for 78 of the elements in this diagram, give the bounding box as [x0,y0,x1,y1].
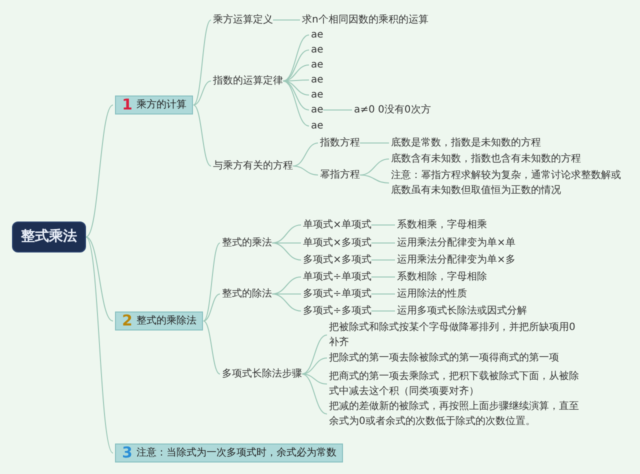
branch-line [302,358,328,374]
branch-line [282,34,310,82]
topic-text: 多项式÷多项式 [303,304,372,318]
branch-line [86,104,114,238]
topic-text: 指数方程 [320,136,360,150]
branch-line [282,50,310,82]
topic-text: 与乘方有关的方程 [213,158,293,174]
branch-line [272,276,302,294]
topic-text: ae [311,28,324,42]
branch-line [360,174,390,184]
topic-text: ae [311,58,324,72]
branch-line [302,374,328,384]
topic-text: ae [311,42,324,58]
branch-number: 1 [122,98,132,112]
branch-line [202,242,220,322]
topic-box [115,444,344,462]
branch-line [302,334,328,374]
topic-text: 运用多项式长除法或因式分解 [397,304,527,318]
topic-text: 多项式长除法步骤 [222,366,302,382]
branch-line [370,276,396,278]
branch-line [192,80,212,106]
topic-text: ae [311,72,324,88]
topic-text: 单项式×多项式 [303,236,372,250]
topic-text: 多项式×多项式 [303,252,372,268]
topic-text: 底数含有未知数，指数也含有未知数的方程 [391,152,581,166]
branch-line [282,80,310,110]
topic-text: 整式的乘法 [222,236,272,250]
topic-text: 求n个相同因数的乘积的运算 [302,12,428,28]
topic-text: 把商式的第一项去乘除式，把积下载被除式下面，从被除式中减去这个积（同类项要对齐） [329,369,579,399]
branch-line [370,224,396,226]
topic-text: 运用乘法分配律变为单×多 [397,252,516,268]
branch-line [86,236,114,322]
topic-text: 把减的差做新的被除式，再按照上面步骤继续演算，直至余式为0或者余式的次数低于除式的次数位置。 [329,399,579,429]
branch-line [282,80,310,126]
branch-line [202,294,220,322]
topic-text: 系数相乘，字母相乘 [397,218,487,232]
branch-line [282,80,310,82]
topic-title: 整式的乘除法 [136,314,196,328]
topic-title: 乘方的计算 [136,98,186,112]
branch-line [272,242,302,260]
topic-title: 注意：当除式为一次多项式时，余式必为常数 [136,446,336,460]
branch-line [86,236,114,454]
topic-text: 把被除式和除式按某个字母做降幂排列，并把所缺项用0补齐 [329,320,579,350]
topic-text: ae [311,88,324,102]
topic-box [115,312,204,330]
topic-text: 幂指方程 [320,168,360,182]
branch-line [192,104,212,166]
topic-text: 运用除法的性质 [397,286,467,302]
topic-text: 多项式÷单项式 [303,286,372,302]
branch-line [370,310,396,312]
topic-text: 整式的除法 [222,286,272,302]
branch-line [202,320,220,374]
topic-text: ae [311,102,324,118]
root-topic-box: 整式乘法 [12,222,86,252]
branch-line [272,224,302,244]
topic-text: 把除式的第一项去除被除式的第一项得商式的第一项 [329,350,579,366]
topic-box [115,96,194,114]
branch-number: 2 [122,314,132,328]
branch-line [360,158,390,176]
branch-line [282,80,310,96]
branch-number: 3 [122,446,132,460]
topic-text: 运用乘法分配律变为单×单 [397,236,516,250]
topic-text: ae [311,118,324,134]
topic-text: 系数相除，字母相除 [397,270,487,284]
branch-line [302,374,328,414]
topic-text: a≠0 0没有0次方 [354,102,431,118]
branch-line [272,294,302,312]
branch-line [360,142,390,144]
topic-text: 单项式×单项式 [303,218,372,232]
topic-text: 乘方运算定义 [213,12,273,28]
branch-line [292,166,318,176]
topic-text: 指数的运算定律 [213,74,283,88]
topic-text: 底数是常数，指数是未知数的方程 [391,136,541,150]
branch-line [192,20,212,106]
topic-text: 注意：幂指方程求解较为复杂，通常讨论求整数解或底数虽有未知数但取值恒为正数的情况 [391,168,626,198]
branch-line [370,242,396,244]
topic-text: 单项式÷单项式 [303,270,372,284]
branch-line [292,142,318,166]
